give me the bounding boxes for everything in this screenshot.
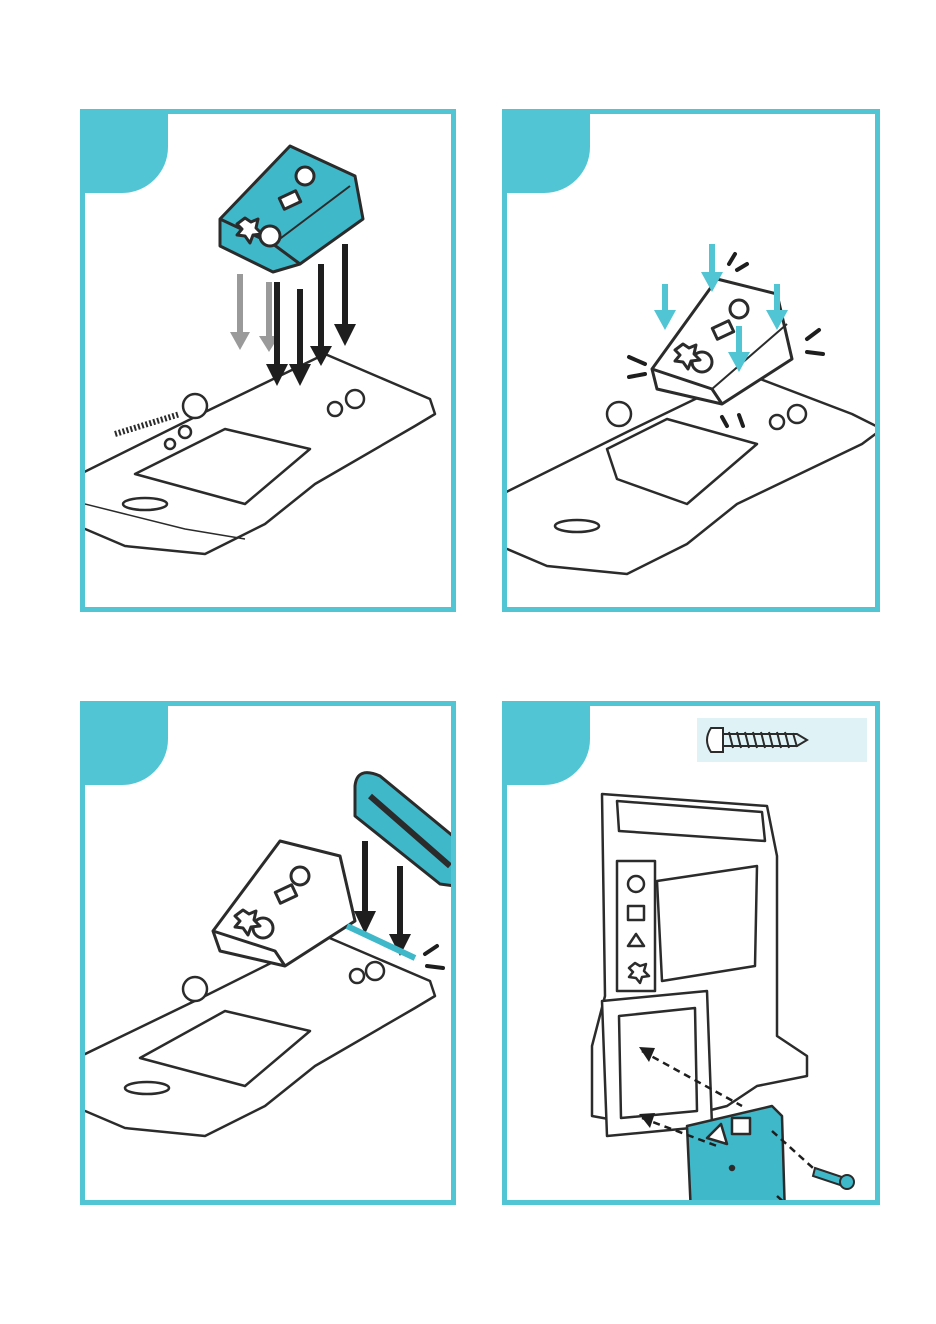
step-2-illustration xyxy=(507,114,880,612)
step-4-panel xyxy=(502,701,880,1205)
step-1-panel xyxy=(80,109,456,612)
step-2-panel xyxy=(502,109,880,612)
down-arrows xyxy=(230,274,279,352)
step-1-illustration xyxy=(85,114,456,612)
toy-base xyxy=(85,354,435,554)
shape-sorter-part xyxy=(220,146,363,272)
step-4-illustration xyxy=(507,706,880,1205)
toy-base xyxy=(507,374,880,574)
step-3-panel xyxy=(80,701,456,1205)
step-3-illustration xyxy=(85,706,456,1205)
toy-base xyxy=(85,936,435,1136)
down-arrows xyxy=(354,841,411,956)
screws xyxy=(813,1168,854,1205)
handle-bar xyxy=(355,773,456,886)
click-marks xyxy=(425,946,443,968)
